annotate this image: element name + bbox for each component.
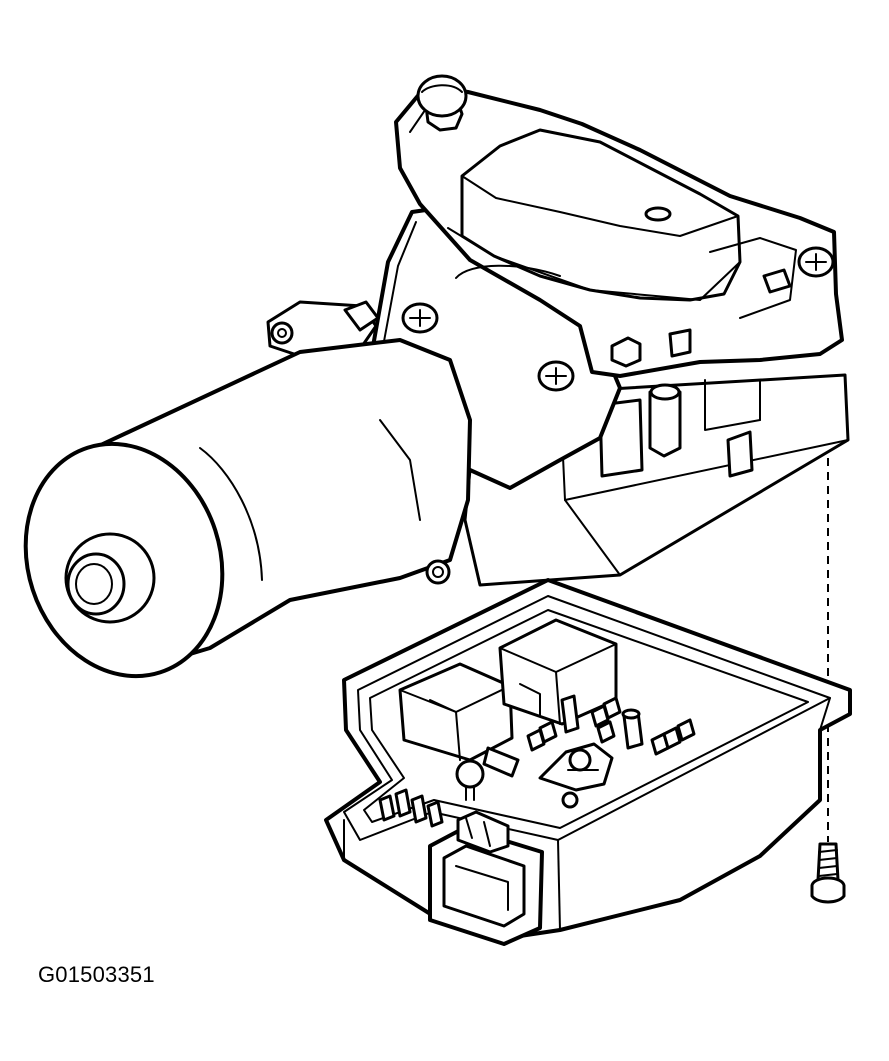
module-gasket [343,595,831,841]
plate-screw-bottom [537,360,575,392]
electrical-connector [428,810,544,946]
gear-pin-bosses [610,268,792,458]
plate-screw-right [797,246,835,278]
sensor-disc [538,742,614,792]
plate-screw-left [401,302,439,334]
figure-code-label: G01503351 [38,962,155,987]
wiper-motor-assembly [23,74,850,679]
electric-motor [23,338,472,679]
top-grommet [416,74,468,132]
circuit-board [378,618,696,828]
transistor [455,759,485,801]
connector-pins [378,788,444,828]
test-point [561,791,579,809]
gear-housing-dome [447,128,797,319]
capacitors [482,694,644,778]
resistor-row [526,696,696,756]
rear-mounting-ear [266,300,380,358]
relay-left [398,662,514,762]
relay-right [498,618,618,726]
control-module [324,578,852,946]
mounting-screw [810,842,846,904]
